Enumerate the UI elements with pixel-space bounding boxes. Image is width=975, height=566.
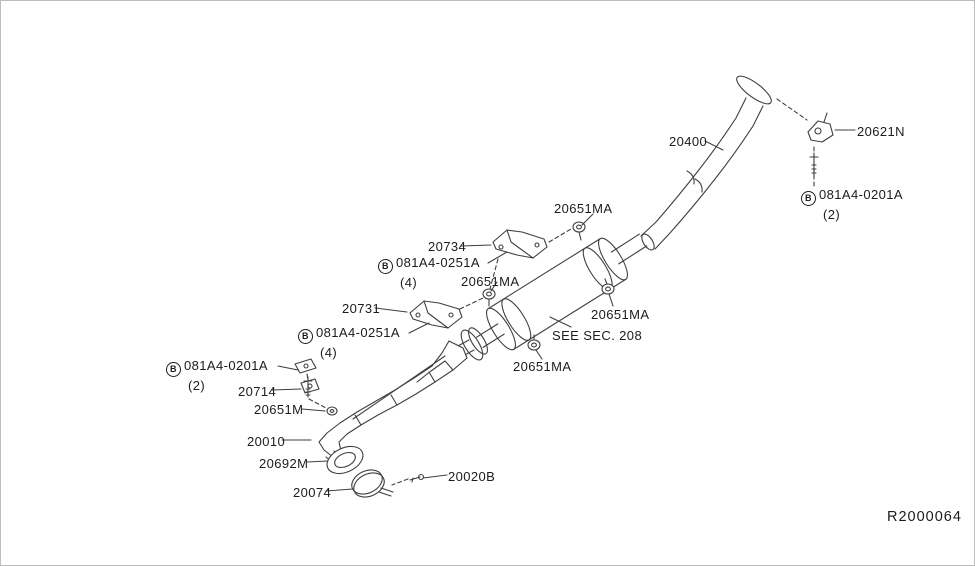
grommet-icon <box>326 406 338 416</box>
hanger-art <box>807 112 834 143</box>
tailpipe-art <box>640 75 772 251</box>
circled-b-badge: B <box>166 362 181 377</box>
clamp-art <box>351 469 394 498</box>
callout-20400: 20400 <box>669 134 708 149</box>
callout-20651ma-rear: 20651MA <box>591 307 650 322</box>
flange-gasket-art <box>326 445 364 475</box>
part-qty: (4) <box>320 345 338 360</box>
callout-20714: 20714 <box>238 384 277 399</box>
rubber-mount-top-icon <box>572 221 586 241</box>
callout-20651ma-top: 20651MA <box>554 201 613 216</box>
callout-20651ma-front: 20651MA <box>513 359 572 374</box>
figure-ref: R2000064 <box>887 509 962 525</box>
callout-20651ma-mid: 20651MA <box>461 274 520 289</box>
leader-lines <box>271 129 856 492</box>
muffler-art <box>460 233 648 361</box>
bracket-20734-art <box>492 229 548 259</box>
callout-20074: 20074 <box>293 485 332 500</box>
callout-20621n: 20621N <box>857 124 905 139</box>
circled-b-badge: B <box>378 259 393 274</box>
bolt-20714-icon <box>303 376 313 398</box>
callout-20731: 20731 <box>342 301 381 316</box>
part-qty: (2) <box>823 207 841 222</box>
part-qty: (2) <box>188 378 206 393</box>
rubber-mount-mid-icon <box>482 288 496 307</box>
callout-20651m: 20651M <box>254 402 304 417</box>
part-number: 081A4-0251A <box>316 325 400 340</box>
circled-b-badge: B <box>298 329 313 344</box>
callout-20734: 20734 <box>428 239 467 254</box>
circled-b-badge: B <box>801 191 816 206</box>
part-number: 081A4-0201A <box>819 187 903 202</box>
callout-20020b: 20020B <box>448 469 496 484</box>
callout-20010: 20010 <box>247 434 286 449</box>
callout-see-sec-208: SEE SEC. 208 <box>552 328 643 343</box>
bolt-20020b-icon <box>409 473 425 483</box>
dashed-alignment-lines <box>306 98 815 486</box>
callout-20692m: 20692M <box>259 456 309 471</box>
bracket-20731-art <box>409 300 463 329</box>
part-number: 081A4-0251A <box>396 255 480 270</box>
rubber-mount-front-icon <box>527 334 541 351</box>
rubber-mount-rear-icon <box>601 278 615 295</box>
part-qty: (4) <box>400 275 418 290</box>
part-number: 081A4-0201A <box>184 358 268 373</box>
